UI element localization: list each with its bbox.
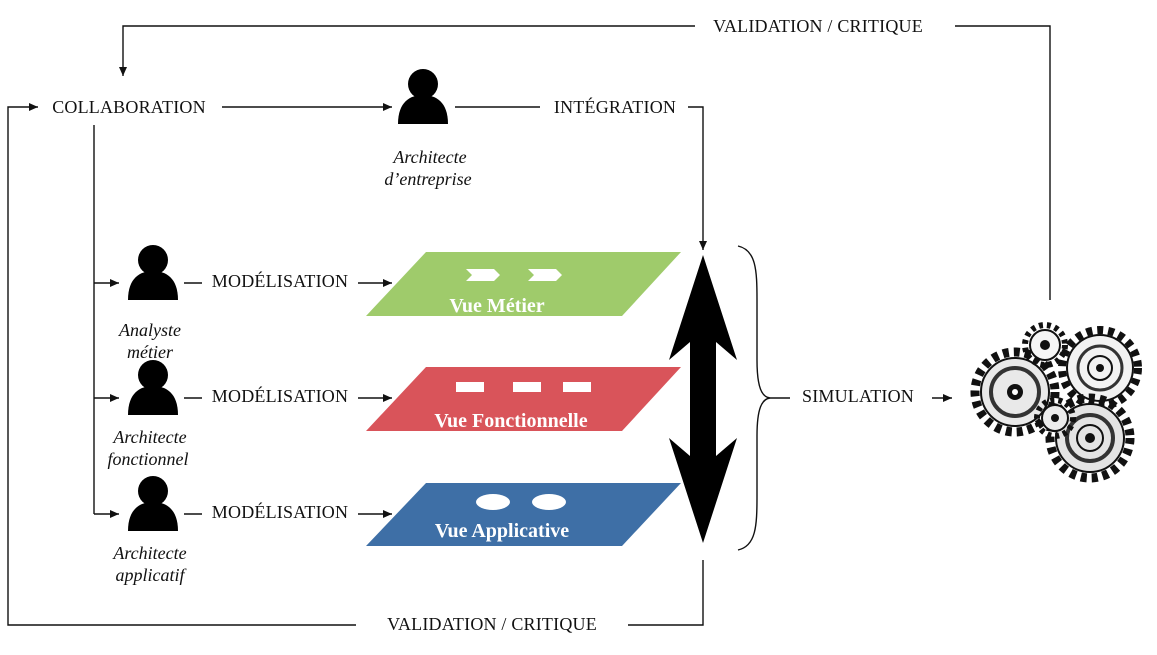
collaboration-label: COLLABORATION: [52, 97, 206, 117]
component-icon: [476, 494, 510, 510]
validation-bottom-line-right: [628, 560, 704, 626]
simulation-label: SIMULATION: [802, 386, 914, 406]
role-functional-line2: fonctionnel: [108, 449, 189, 469]
validation-top-label: VALIDATION / CRITIQUE: [713, 16, 923, 36]
block-icon: [456, 382, 484, 392]
validation-top-line-right: [955, 25, 1051, 300]
role-functional-line1: Architecte: [112, 427, 186, 447]
validation-bottom-label: VALIDATION / CRITIQUE: [387, 614, 597, 634]
chevron-icon: [528, 269, 562, 281]
person-icon: [128, 360, 178, 415]
gears-icon: [970, 322, 1142, 483]
component-icon: [532, 494, 566, 510]
view-application-label: Vue Applicative: [435, 520, 569, 542]
person-icon: [128, 245, 178, 300]
role-enterprise-line1: Architecte: [392, 147, 466, 167]
block-icon: [563, 382, 591, 392]
integration-label: INTÉGRATION: [554, 96, 676, 117]
integration-line-right: [688, 106, 707, 250]
view-business-label: Vue Métier: [449, 295, 544, 317]
view-functional-plane: [366, 367, 681, 431]
view-application-layer: Vue Applicative: [366, 483, 681, 546]
modelisation-label-1: MODÉLISATION: [212, 270, 348, 291]
validation-top-line-left: [119, 25, 695, 76]
role-application-line1: Architecte: [112, 543, 186, 563]
chevron-icon: [466, 269, 500, 281]
role-application-line2: applicatif: [116, 565, 188, 585]
view-business-layer: Vue Métier: [366, 252, 681, 317]
view-business-plane: [366, 252, 681, 316]
validation-bottom-line-left: [7, 103, 356, 626]
view-functional-layer: Vue Fonctionnelle: [366, 367, 681, 432]
double-arrow-icon: [669, 255, 737, 543]
view-application-plane: [366, 483, 681, 546]
role-analyst-line1: Analyste: [118, 320, 181, 340]
modelisation-label-3: MODÉLISATION: [212, 501, 348, 522]
view-functional-label: Vue Fonctionnelle: [434, 410, 587, 432]
role-analyst-line2: métier: [127, 342, 174, 362]
curly-brace: [737, 245, 771, 551]
modelisation-label-2: MODÉLISATION: [212, 385, 348, 406]
block-icon: [513, 382, 541, 392]
person-icon: [128, 476, 178, 531]
role-enterprise-line2: d’entreprise: [384, 169, 471, 189]
person-icon: [398, 69, 448, 124]
